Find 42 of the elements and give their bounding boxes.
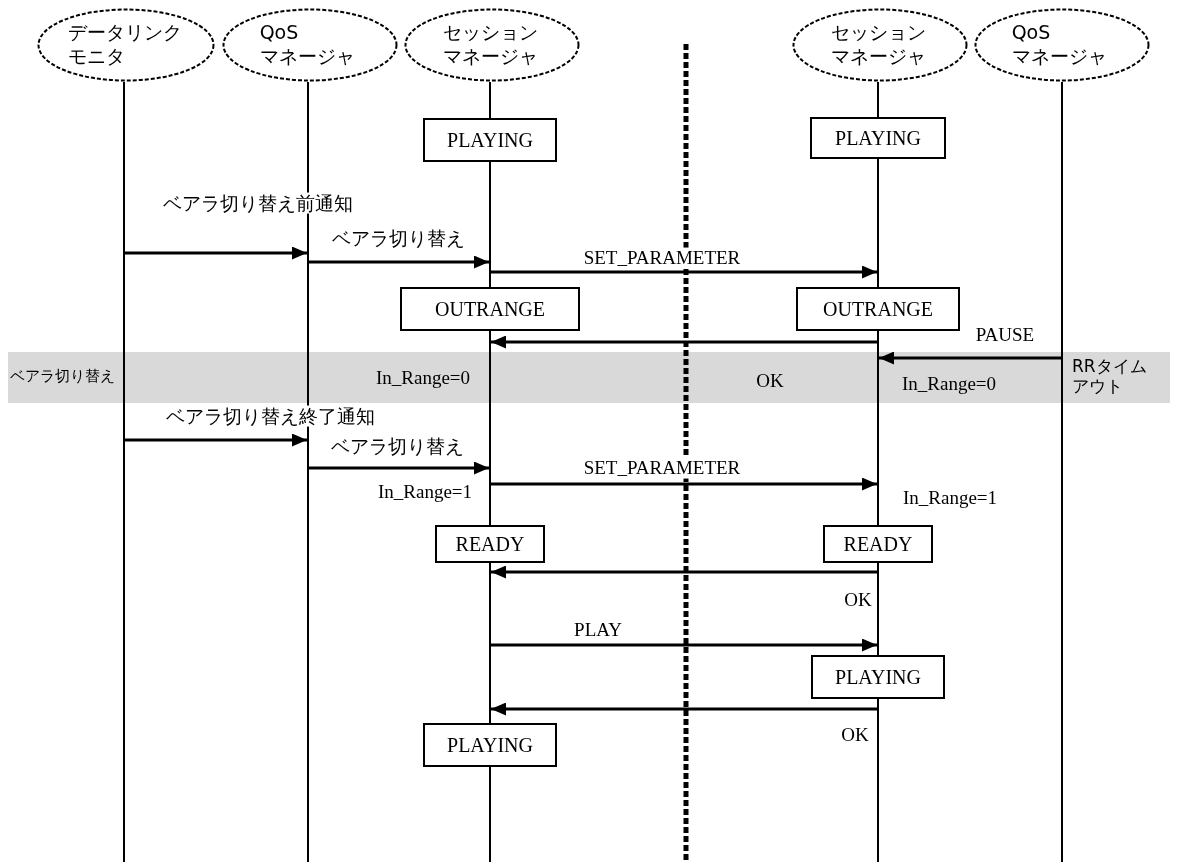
actor-ellipse bbox=[404, 8, 580, 82]
arrow bbox=[491, 702, 877, 716]
arrow bbox=[125, 246, 307, 260]
arrow bbox=[125, 433, 307, 447]
state-box: PLAYING bbox=[811, 655, 945, 699]
lifeline bbox=[307, 82, 309, 862]
actor-ellipse bbox=[974, 8, 1150, 82]
lifeline bbox=[489, 331, 491, 525]
lifeline bbox=[1061, 82, 1063, 862]
lifeline bbox=[877, 159, 879, 287]
state-box: READY bbox=[823, 525, 933, 563]
lifeline bbox=[877, 82, 879, 117]
state-box: PLAYING bbox=[423, 118, 557, 162]
actor-ellipse bbox=[37, 8, 215, 82]
arrow bbox=[491, 565, 877, 579]
state-box: OUTRANGE bbox=[796, 287, 960, 331]
lifeline bbox=[489, 82, 491, 118]
lifeline bbox=[877, 563, 879, 655]
arrow bbox=[309, 461, 489, 475]
state-box: PLAYING bbox=[423, 723, 557, 767]
actor-ellipse bbox=[222, 8, 398, 82]
actor-ellipse bbox=[792, 8, 968, 82]
lifeline bbox=[877, 699, 879, 862]
arrow bbox=[491, 335, 877, 349]
lifeline bbox=[489, 767, 491, 862]
lifeline bbox=[489, 162, 491, 287]
arrow bbox=[491, 638, 877, 652]
state-box: READY bbox=[435, 525, 545, 563]
lifeline bbox=[489, 563, 491, 723]
lifeline bbox=[877, 331, 879, 525]
actor-label: セッションマネージャ bbox=[830, 21, 927, 69]
actor-label: データリンクモニタ bbox=[68, 21, 184, 69]
state-box: OUTRANGE bbox=[400, 287, 580, 331]
state-box: PLAYING bbox=[810, 117, 946, 159]
actor-label: セッションマネージャ bbox=[442, 21, 539, 69]
arrow bbox=[309, 255, 489, 269]
arrow bbox=[491, 477, 877, 491]
lifeline bbox=[123, 82, 125, 862]
actor-label: QoS マネージャ bbox=[259, 21, 356, 69]
arrow bbox=[491, 265, 877, 279]
actor-label: QoS マネージャ bbox=[1011, 21, 1108, 69]
arrow bbox=[879, 351, 1061, 365]
